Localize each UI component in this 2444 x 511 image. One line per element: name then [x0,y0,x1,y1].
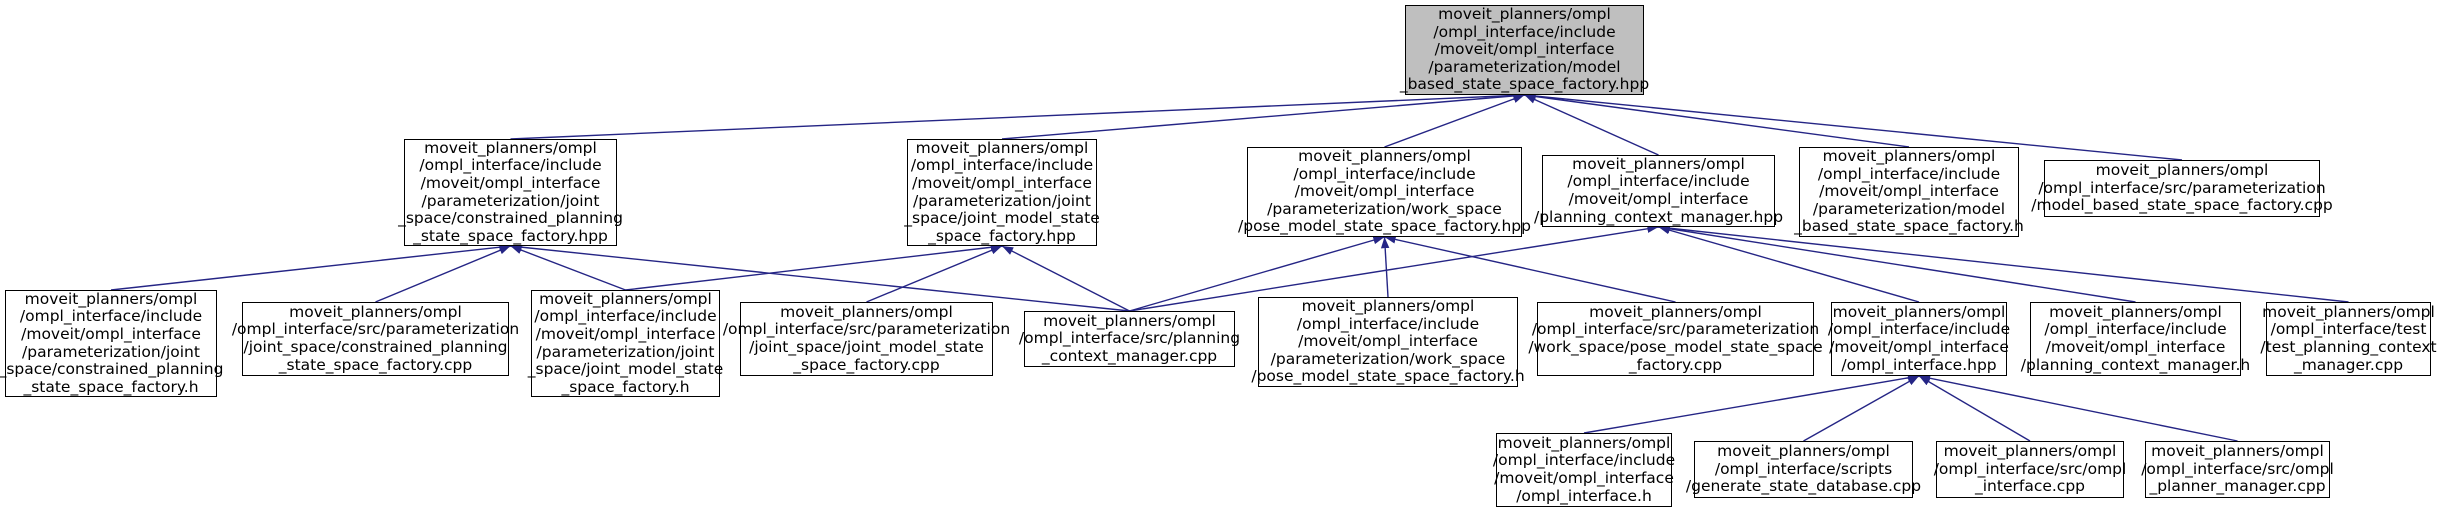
graph-node-ompl_interface_cpp[interactable]: moveit_planners/ompl /ompl_interface/src… [1933,441,2127,498]
graph-node-label: moveit_planners/ompl /ompl_interface/inc… [0,289,224,396]
graph-node-label: moveit_planners/ompl /ompl_interface/inc… [1533,154,1784,226]
graph-node-pose_model_state_space_factory_hpp[interactable]: moveit_planners/ompl /ompl_interface/inc… [1238,147,1531,237]
graph-node-generate_state_database_cpp[interactable]: moveit_planners/ompl /ompl_interface/scr… [1686,441,1921,498]
graph-node-label: moveit_planners/ompl /ompl_interface/scr… [1685,442,1922,496]
graph-node-planning_context_manager_hpp[interactable]: moveit_planners/ompl /ompl_interface/inc… [1534,155,1783,227]
graph-node-label: moveit_planners/ompl /ompl_interface/inc… [2020,302,2251,374]
graph-node-joint_model_state_space_factory_cpp[interactable]: moveit_planners/ompl /ompl_interface/src… [723,302,1010,376]
graph-node-label: moveit_planners/ompl /ompl_interface/inc… [1827,302,2011,374]
graph-edge-constrained_planning_state_space_factory_hpp-to-model_based_state_space_factory_hpp [510,91,1525,140]
graph-edge-planning_context_manager_h-to-planning_context_manager_hpp [1658,224,2136,303]
graph-node-constrained_planning_state_space_factory_hpp[interactable]: moveit_planners/ompl /ompl_interface/inc… [398,139,623,246]
graph-node-model_based_state_space_factory_h[interactable]: moveit_planners/ompl /ompl_interface/inc… [1794,147,2024,237]
graph-edge-pose_model_state_space_factory_h-to-pose_model_state_space_factory_hpp [1380,236,1390,298]
graph-edge-pose_model_state_space_factory_hpp-to-model_based_state_space_factory_hpp [1384,94,1525,148]
graph-node-planning_context_manager_cpp[interactable]: moveit_planners/ompl /ompl_interface/src… [1019,311,1240,367]
graph-node-label: moveit_planners/ompl /ompl_interface/src… [2141,442,2334,496]
graph-node-label: moveit_planners/ompl /ompl_interface/src… [231,302,520,374]
graph-node-planning_context_manager_h[interactable]: moveit_planners/ompl /ompl_interface/inc… [2021,302,2250,376]
graph-edge-pose_model_state_space_factory_cpp-to-pose_model_state_space_factory_hpp [1384,235,1676,303]
graph-edge-constrained_planning_state_space_factory_h-to-constrained_planning_state_space_factory_hpp [110,243,511,291]
graph-node-label: moveit_planners/ompl /ompl_interface/inc… [1251,297,1525,386]
graph-edge-joint_model_state_space_factory_h-to-joint_model_state_space_factory_hpp [625,243,1003,291]
graph-node-label: moveit_planners/ompl /ompl_interface/inc… [398,138,623,245]
graph-node-label: moveit_planners/ompl /ompl_interface/src… [1933,442,2127,496]
graph-node-label: moveit_planners/ompl /ompl_interface/src… [1018,311,1241,365]
graph-node-label: moveit_planners/ompl /ompl_interface/tes… [2260,302,2437,374]
graph-edge-planning_context_manager_cpp-to-joint_model_state_space_factory_hpp [1001,245,1130,312]
graph-edge-model_based_state_space_factory_h-to-model_based_state_space_factory_hpp [1524,92,1910,148]
graph-node-label: moveit_planners/ompl /ompl_interface/inc… [1238,147,1531,236]
graph-node-label: moveit_planners/ompl /ompl_interface/inc… [1794,147,2024,236]
graph-node-label: moveit_planners/ompl /ompl_interface/src… [722,302,1011,374]
graph-edge-ompl_interface_cpp-to-ompl_interface_hpp [1918,375,2031,442]
graph-node-label: moveit_planners/ompl /ompl_interface/inc… [1492,433,1676,505]
graph-node-label: moveit_planners/ompl /ompl_interface/inc… [1399,5,1650,94]
graph-node-label: moveit_planners/ompl /ompl_interface/src… [2031,161,2333,215]
graph-node-joint_model_state_space_factory_hpp[interactable]: moveit_planners/ompl /ompl_interface/inc… [904,138,1100,246]
graph-node-pose_model_state_space_factory_h[interactable]: moveit_planners/ompl /ompl_interface/inc… [1251,297,1525,387]
graph-edge-joint_model_state_space_factory_h-to-constrained_planning_state_space_factory_hpp [510,245,626,291]
graph-node-label: moveit_planners/ompl /ompl_interface/src… [1528,302,1823,374]
graph-edge-generate_state_database_cpp-to-ompl_interface_hpp [1803,375,1920,442]
graph-edge-joint_model_state_space_factory_cpp-to-joint_model_state_space_factory_hpp [866,245,1003,303]
graph-edge-joint_model_state_space_factory_hpp-to-model_based_state_space_factory_hpp [1001,91,1525,140]
graph-node-ompl_interface_h[interactable]: moveit_planners/ompl /ompl_interface/inc… [1492,433,1676,507]
graph-node-model_based_state_space_factory_cpp[interactable]: moveit_planners/ompl /ompl_interface/src… [2031,160,2333,217]
graph-node-ompl_interface_hpp[interactable]: moveit_planners/ompl /ompl_interface/inc… [1827,302,2011,376]
graph-node-model_based_state_space_factory_hpp[interactable]: moveit_planners/ompl /ompl_interface/inc… [1400,5,1649,95]
graph-edge-planning_context_manager_hpp-to-model_based_state_space_factory_hpp [1524,94,1659,156]
graph-node-test_planning_context_manager_cpp[interactable]: moveit_planners/ompl /ompl_interface/tes… [2260,302,2437,376]
graph-node-label: moveit_planners/ompl /ompl_interface/inc… [904,138,1100,245]
graph-edge-test_planning_context_manager_cpp-to-planning_context_manager_hpp [1658,224,2349,303]
graph-node-constrained_planning_state_space_factory_cpp[interactable]: moveit_planners/ompl /ompl_interface/src… [232,302,519,376]
graph-edge-constrained_planning_state_space_factory_cpp-to-constrained_planning_state_space_factory_hpp [375,245,511,303]
graph-node-label: moveit_planners/ompl /ompl_interface/inc… [527,289,724,396]
graph-edge-ompl_interface_hpp-to-planning_context_manager_hpp [1658,226,1920,303]
graph-node-joint_model_state_space_factory_h[interactable]: moveit_planners/ompl /ompl_interface/inc… [527,289,724,397]
graph-node-ompl_planner_manager_cpp[interactable]: moveit_planners/ompl /ompl_interface/src… [2141,441,2334,498]
graph-node-constrained_planning_state_space_factory_h[interactable]: moveit_planners/ompl /ompl_interface/inc… [0,290,223,397]
graph-edge-ompl_interface_h-to-ompl_interface_hpp [1583,373,1920,434]
graph-node-pose_model_state_space_factory_cpp[interactable]: moveit_planners/ompl /ompl_interface/src… [1528,302,1823,376]
graph-edge-ompl_planner_manager_cpp-to-ompl_interface_hpp [1918,374,2238,442]
